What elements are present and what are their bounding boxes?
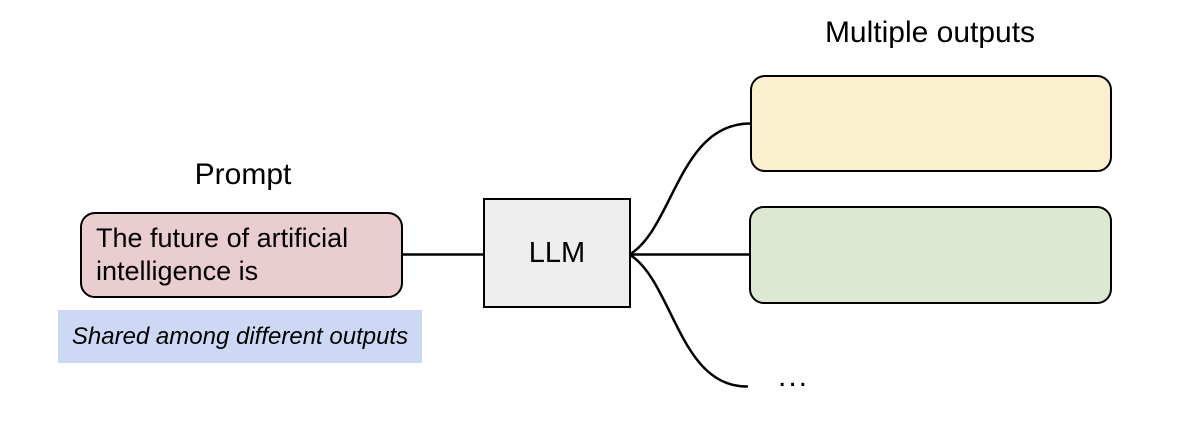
prompt-box: The future of artificial intelligence is [80,212,403,298]
connector-llm-to-more-outputs [628,253,749,388]
connector-llm-to-output-1 [628,122,751,256]
prompt-shared-note: Shared among different outputs [58,310,422,363]
output-box-1 [750,75,1112,172]
more-outputs-ellipsis: ... [778,360,810,393]
prompt-label: Prompt [194,158,292,191]
multiple-outputs-label: Multiple outputs [824,16,1036,49]
prompt-text-line-1: The future of artificial [96,223,349,253]
llm-box: LLM [483,198,631,308]
output-box-2 [749,206,1112,304]
prompt-text-line-2: intelligence is [96,256,259,286]
